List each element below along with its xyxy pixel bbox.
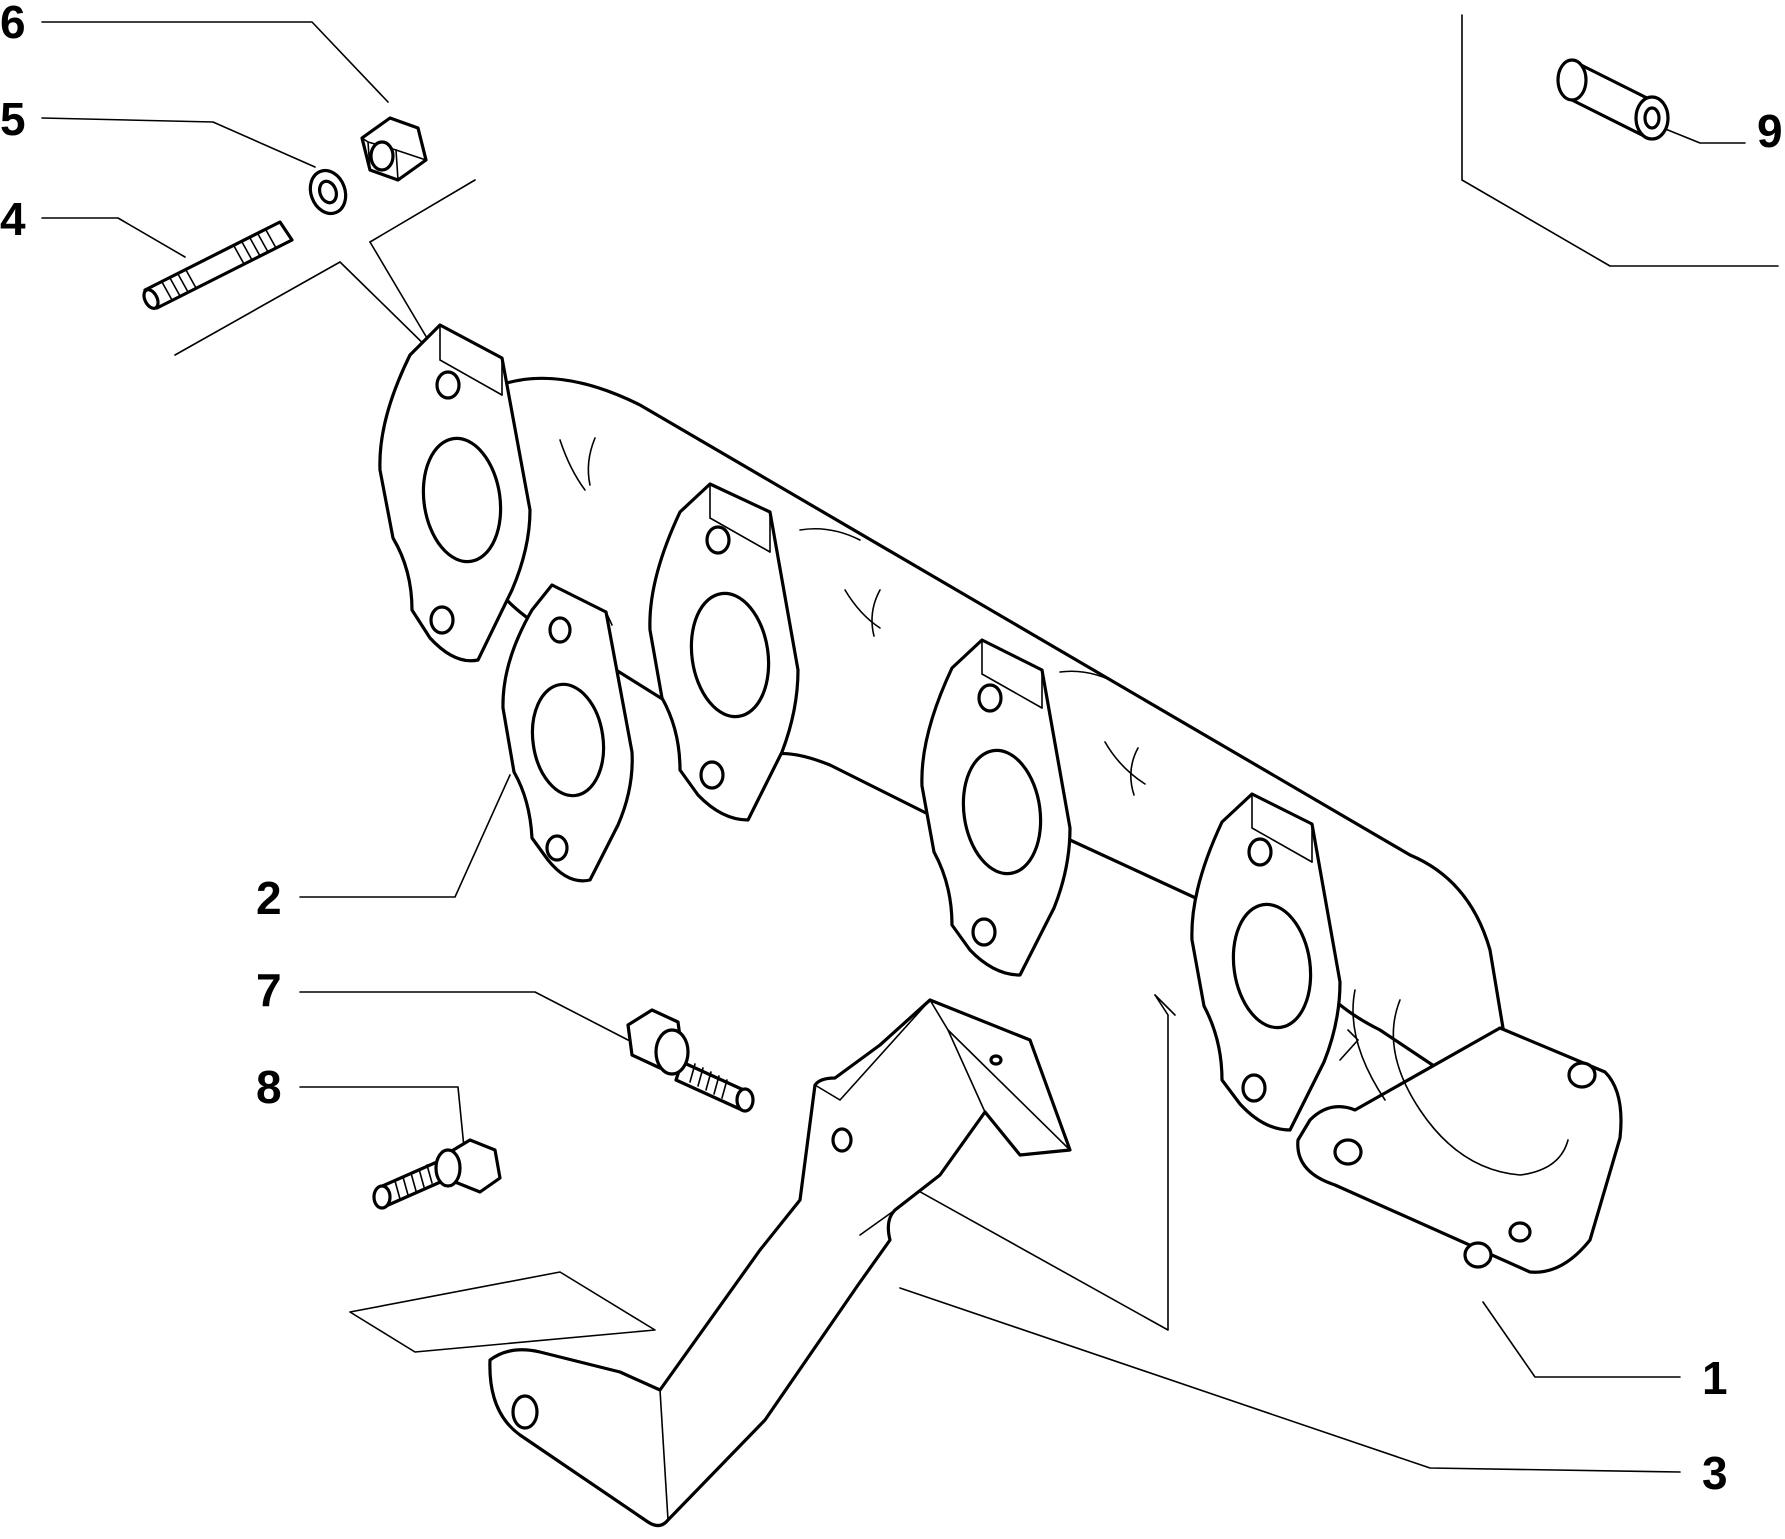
leader-7 — [299, 991, 629, 1041]
leader-3 — [899, 1287, 1681, 1473]
bracket-stud-link — [844, 994, 1169, 1331]
callout-labels: 6 5 4 2 7 8 1 3 9 — [0, 0, 1783, 1499]
callout-6: 6 — [0, 0, 26, 48]
spacer-frame — [1461, 14, 1779, 267]
stud-group-frame-upper — [369, 179, 476, 243]
callout-1: 1 — [1702, 1352, 1728, 1404]
bracket-stud-drop — [1154, 994, 1176, 1016]
callout-7: 7 — [256, 964, 282, 1016]
callout-3: 3 — [1702, 1447, 1728, 1499]
leader-1 — [1482, 1301, 1681, 1378]
nut-part-6 — [360, 116, 428, 182]
leader-9 — [1657, 125, 1746, 144]
bolt-part-8 — [372, 1138, 502, 1210]
washer-part-5 — [308, 168, 348, 216]
leader-lines — [41, 14, 1779, 1473]
callout-8: 8 — [256, 1061, 282, 1113]
bolt-group-frame — [349, 1271, 656, 1353]
callout-2: 2 — [256, 872, 282, 924]
exhaust-manifold-part-1 — [378, 323, 1623, 1274]
bracket-part-3 — [488, 998, 1072, 1528]
spacer-part-9 — [1556, 58, 1670, 141]
stud-group-frame — [174, 261, 441, 361]
leader-2 — [299, 774, 511, 898]
leader-6 — [41, 21, 389, 103]
leader-4 — [41, 217, 186, 258]
bolt-part-7 — [626, 1008, 755, 1113]
leader-5 — [41, 117, 316, 168]
stud-part-4 — [142, 220, 294, 310]
callout-5: 5 — [0, 93, 26, 145]
callout-9: 9 — [1757, 105, 1783, 157]
gasket-part-2 — [501, 583, 634, 883]
callout-4: 4 — [0, 193, 26, 245]
